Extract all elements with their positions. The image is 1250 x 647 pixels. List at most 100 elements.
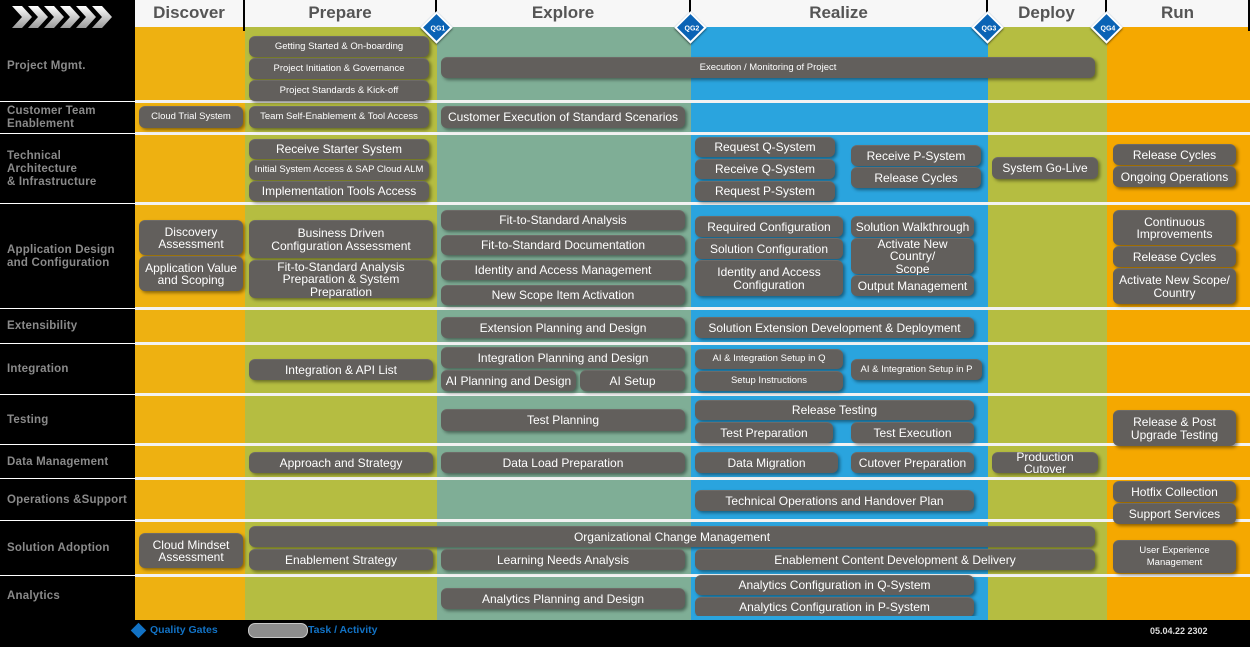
phase-title: Explore (531, 3, 595, 22)
task-box[interactable]: Approach and Strategy (249, 452, 433, 473)
task-box[interactable]: Fit-to-Standard Analysis (441, 210, 685, 230)
quality-gate-legend-label: Quality Gates (150, 624, 218, 636)
phase-header-deploy[interactable]: Deploy (988, 0, 1107, 31)
task-box[interactable]: Test Planning (441, 409, 685, 431)
task-box[interactable]: Organizational Change Management (249, 526, 1095, 547)
task-box[interactable]: Support Services (1113, 503, 1236, 524)
task-box[interactable]: Receive Q-System (695, 159, 835, 179)
task-box[interactable]: Activate New Scope/Country (1113, 268, 1236, 304)
task-box[interactable]: Fit-to-Standard Documentation (441, 235, 685, 255)
task-box[interactable]: AI Planning and Design (441, 370, 576, 391)
phase-underline (1107, 27, 1248, 31)
task-box[interactable]: Solution Walkthrough (851, 216, 974, 237)
task-box[interactable]: Data Load Preparation (441, 452, 685, 473)
task-label: Analytics Planning and Design (481, 591, 645, 606)
task-box[interactable]: Required Configuration (695, 216, 843, 237)
task-box[interactable]: Enablement Content Development & Deliver… (695, 549, 1095, 570)
row-separator (135, 443, 1250, 446)
task-box[interactable]: Project Standards & Kick-off (249, 80, 429, 101)
task-box[interactable]: Test Preparation (695, 422, 833, 443)
phase-header-prepare[interactable]: Prepare (245, 0, 437, 31)
task-box[interactable]: Technical Operations and Handover Plan (695, 490, 974, 511)
phase-header-explore[interactable]: Explore (437, 0, 691, 31)
task-box[interactable]: Implementation Tools Access (249, 181, 429, 201)
task-box[interactable]: Enablement Strategy (249, 549, 433, 570)
phase-title: Prepare (308, 3, 372, 22)
task-box[interactable]: Learning Needs Analysis (441, 549, 685, 570)
task-box[interactable]: Output Management (851, 275, 974, 296)
task-box[interactable]: Identity and Access Management (441, 260, 685, 280)
task-box[interactable]: Test Execution (851, 422, 974, 443)
task-box[interactable]: System Go-Live (992, 157, 1098, 179)
task-label: Customer Execution of Standard Scenarios (447, 110, 679, 125)
task-box[interactable]: Data Migration (695, 452, 838, 473)
phase-title: Realize (809, 3, 868, 22)
task-label: Support Services (1128, 506, 1221, 521)
task-box[interactable]: Request P-System (695, 181, 835, 201)
label-separator (0, 444, 135, 445)
task-box[interactable]: Receive Starter System (249, 139, 429, 159)
task-box[interactable]: Analytics Planning and Design (441, 588, 685, 609)
task-box[interactable]: Cutover Preparation (851, 452, 974, 473)
task-box[interactable]: Initial System Access & SAP Cloud ALM (249, 160, 429, 180)
task-label: Release Cycles (1132, 249, 1217, 264)
task-box[interactable]: Release Cycles (1113, 246, 1236, 267)
task-box[interactable]: Getting Started & On-boarding (249, 36, 429, 57)
task-box[interactable]: Setup Instructions (695, 371, 843, 391)
task-box[interactable]: Extension Planning and Design (441, 317, 685, 338)
task-box[interactable]: Request Q-System (695, 137, 835, 157)
task-label: Activate New Scope/Country (1119, 273, 1230, 300)
task-label: Analytics Configuration in P-System (739, 600, 930, 615)
task-box[interactable]: Activate New Country/Scope (851, 236, 974, 276)
task-box[interactable]: Release Cycles (851, 167, 981, 188)
phase-title: Discover (153, 3, 225, 22)
task-box[interactable]: AI Setup (580, 370, 685, 391)
task-box[interactable]: Release Cycles (1113, 144, 1236, 165)
row-separator (135, 519, 1250, 522)
workstream-label: Data Management (7, 455, 109, 468)
task-box[interactable]: Cloud Trial System (139, 106, 243, 128)
task-box[interactable]: Project Initiation & Governance (249, 58, 429, 79)
task-box[interactable]: Execution / Monitoring of Project (441, 57, 1095, 78)
phase-header-discover[interactable]: Discover (135, 0, 245, 31)
row-separator (135, 477, 1250, 480)
task-box[interactable]: Integration & API List (249, 359, 433, 380)
row-separator (135, 393, 1250, 396)
phase-column-deploy (988, 31, 1107, 616)
task-box[interactable]: Analytics Configuration in Q-System (695, 575, 974, 595)
task-label: Implementation Tools Access (261, 184, 417, 199)
row-separator (135, 202, 1250, 205)
task-box[interactable]: Production Cutover (992, 449, 1098, 476)
task-box[interactable]: Solution Extension Development & Deploym… (695, 317, 974, 338)
phase-header-realize[interactable]: Realize (691, 0, 988, 31)
task-box[interactable]: New Scope Item Activation (441, 285, 685, 305)
task-box[interactable]: Analytics Configuration in P-System (695, 597, 974, 617)
task-box[interactable]: AI & Integration Setup in P (851, 359, 982, 380)
task-label: Production Cutover (1016, 449, 1074, 476)
phase-header-run[interactable]: Run (1107, 0, 1250, 31)
task-box[interactable]: Team Self-Enablement & Tool Access (249, 106, 429, 128)
task-box[interactable]: Receive P-System (851, 145, 981, 166)
task-label: Activate New Country/Scope (877, 236, 948, 276)
task-box[interactable]: AI & Integration Setup in Q (695, 349, 843, 369)
task-label: Solution Configuration (709, 241, 829, 256)
task-box[interactable]: Integration Planning and Design (441, 347, 685, 368)
task-box[interactable]: Solution Configuration (695, 238, 843, 259)
task-box[interactable]: Release Testing (695, 400, 974, 420)
task-box[interactable]: Ongoing Operations (1113, 166, 1236, 187)
task-box[interactable]: Customer Execution of Standard Scenarios (441, 106, 685, 128)
task-box[interactable]: Hotfix Collection (1113, 481, 1236, 502)
